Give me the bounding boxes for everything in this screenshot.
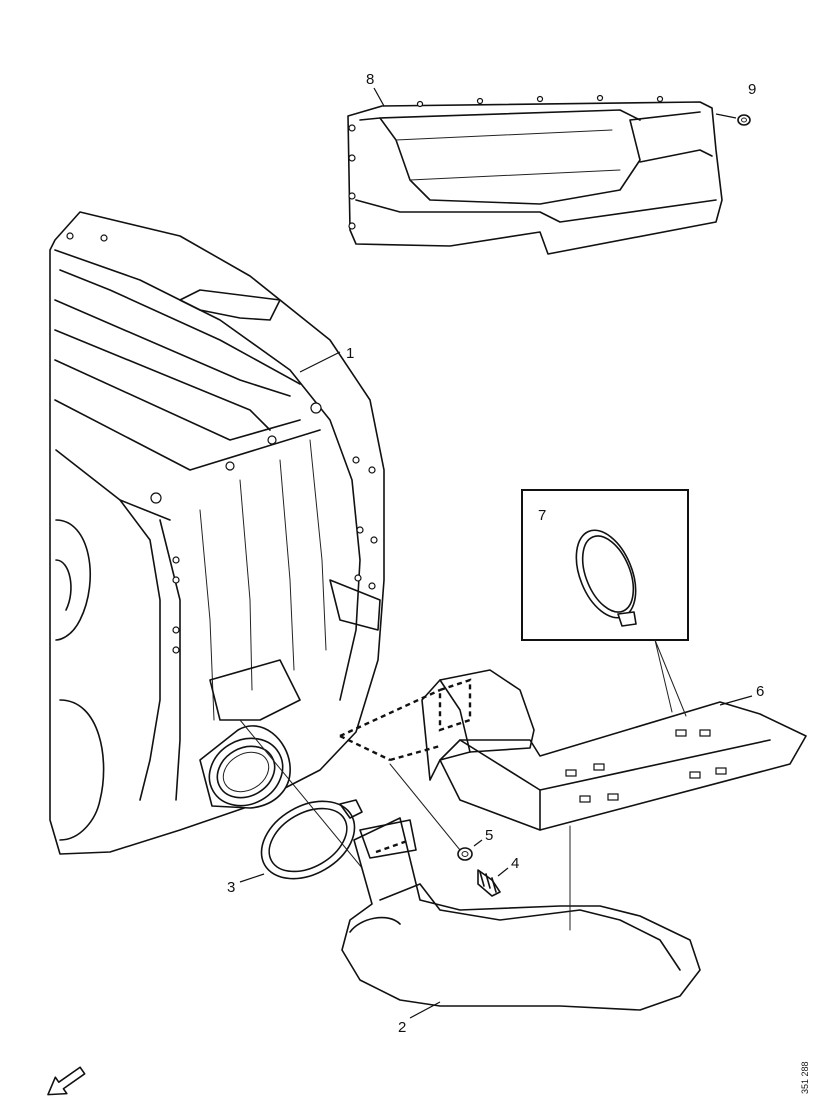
callout-2: 2 (398, 1019, 406, 1036)
callout-7: 7 (538, 507, 546, 524)
leader-8 (373, 87, 385, 107)
part-3-band-clamp (239, 799, 363, 883)
callout-5: 5 (485, 827, 493, 844)
part-1-silencer-body (49, 211, 385, 855)
hose-clamp-detail (575, 529, 637, 627)
callout-3: 3 (227, 879, 235, 896)
callout-6: 6 (756, 683, 764, 700)
part-2-tailpipe (341, 817, 701, 1019)
callout-1: 1 (346, 345, 354, 362)
front-arrow-icon (47, 1066, 86, 1096)
part-4-bolt (477, 867, 509, 897)
callout-8: 8 (366, 71, 374, 88)
bolt-axis-line (389, 763, 461, 851)
part-8-cover-shield (347, 94, 723, 255)
reference-code: 351 288 (800, 1061, 810, 1094)
silencer-outlet-pipe (199, 725, 291, 809)
part-7-detail-box (521, 489, 689, 717)
callout-4: 4 (511, 855, 519, 872)
mounting-dashed-lines (339, 688, 441, 762)
part-6-bracket (421, 669, 807, 931)
part-9-nut (715, 113, 751, 126)
alignment-line (239, 719, 373, 881)
part-5-nut (457, 839, 483, 861)
callout-9: 9 (748, 81, 756, 98)
